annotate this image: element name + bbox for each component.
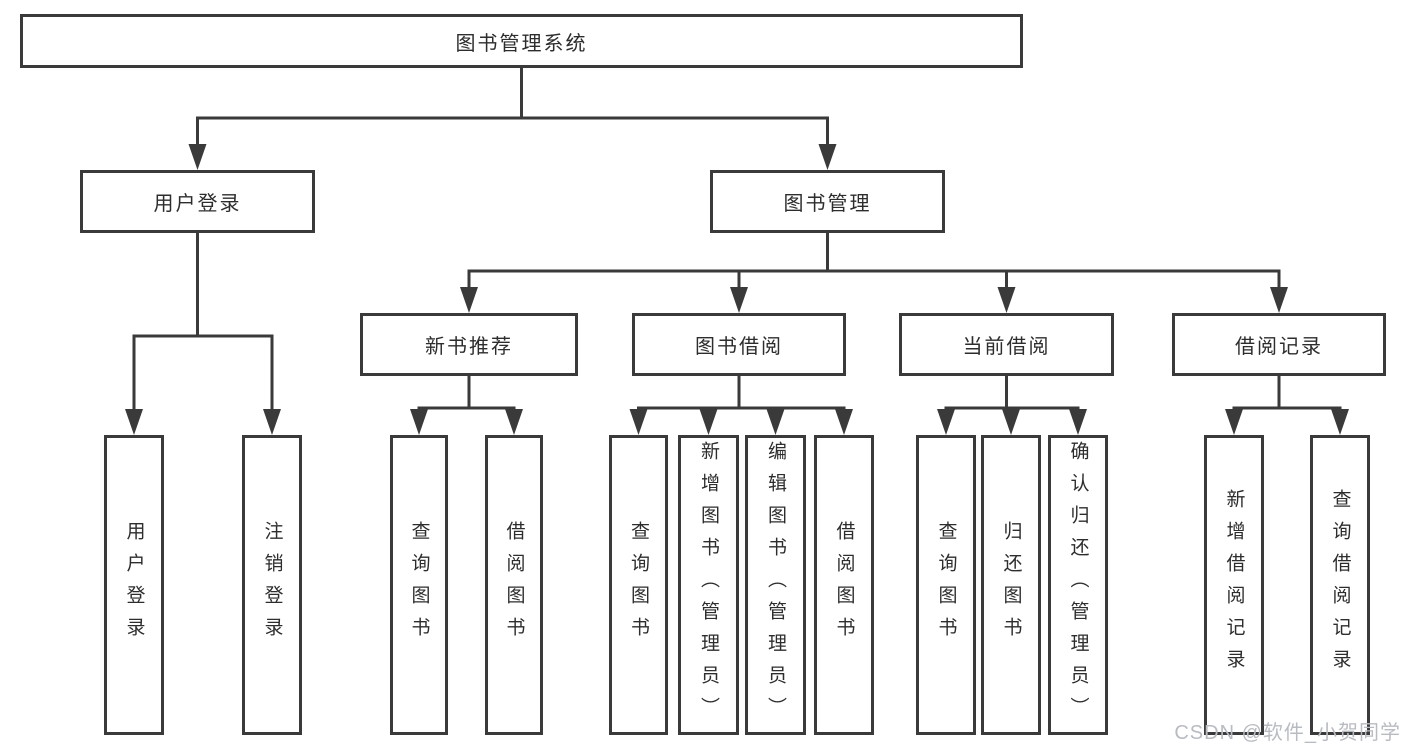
node-new-book-recommend: 新书推荐 xyxy=(360,313,578,376)
node-book-borrowing: 图书借阅 xyxy=(632,313,846,376)
leaf-user-login: 用户登录 xyxy=(104,435,164,735)
leaf-query-books-current: 查询图书 xyxy=(916,435,976,735)
node-library-system: 图书管理系统 xyxy=(20,14,1023,68)
node-borrowing-records: 借阅记录 xyxy=(1172,313,1386,376)
leaf-logout: 注销登录 xyxy=(242,435,302,735)
leaf-borrow-books: 借阅图书 xyxy=(814,435,874,735)
leaf-query-books-borrow: 查询图书 xyxy=(609,435,668,735)
node-book-management: 图书管理 xyxy=(710,170,945,233)
leaf-edit-books-admin: 编辑图书（管理员） xyxy=(745,435,806,735)
leaf-add-borrow-record: 新增借阅记录 xyxy=(1204,435,1264,735)
node-user-login: 用户登录 xyxy=(80,170,315,233)
leaf-query-borrow-record: 查询借阅记录 xyxy=(1310,435,1370,735)
node-current-borrowing: 当前借阅 xyxy=(899,313,1114,376)
leaf-return-books: 归还图书 xyxy=(981,435,1041,735)
watermark: CSDN @软件_小贺同学 xyxy=(1174,722,1401,744)
leaf-borrow-books-recommend: 借阅图书 xyxy=(485,435,543,735)
leaf-query-books-recommend: 查询图书 xyxy=(390,435,448,735)
leaf-confirm-return-admin: 确认归还（管理员） xyxy=(1048,435,1108,735)
leaf-add-books-admin: 新增图书（管理员） xyxy=(678,435,739,735)
